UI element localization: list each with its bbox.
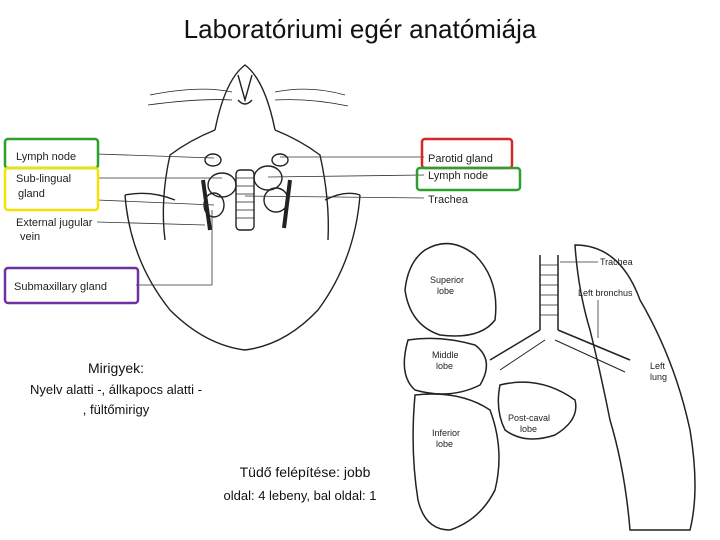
label-ext-jugular-2: vein: [20, 231, 40, 243]
label-trachea-mouse: Trachea: [428, 194, 469, 206]
label-lymph-node-left: Lymph node: [16, 151, 76, 163]
label-parotid: Parotid gland: [428, 153, 493, 165]
label-lymph-node-right: Lymph node: [428, 170, 488, 182]
label-middle-1: Middle: [432, 350, 459, 360]
label-left-lung-1: Left: [650, 361, 666, 371]
label-inferior-1: Inferior: [432, 428, 460, 438]
lung-heading: Tüdő felépítése: jobb: [239, 464, 371, 480]
label-trachea-lung: Trachea: [600, 257, 633, 267]
page-title: Laboratóriumi egér anatómiája: [183, 14, 537, 44]
label-sublingual-2: gland: [18, 188, 45, 200]
label-superior-2: lobe: [437, 286, 454, 296]
mouse-neck-illustration: [124, 64, 361, 351]
label-ext-jugular-1: External jugular: [16, 217, 93, 229]
glands-text-line2: , fültőmirigy: [82, 402, 150, 417]
glands-heading: Mirigyek:: [87, 360, 144, 376]
highlight-box-sublingual: [3, 166, 100, 212]
label-middle-2: lobe: [436, 361, 453, 371]
mouse-leader-lines: [96, 153, 425, 286]
label-superior-1: Superior: [430, 275, 464, 285]
label-postcaval-2: lobe: [520, 424, 537, 434]
label-sublingual-1: Sub-lingual: [16, 173, 71, 185]
label-submaxillary: Submaxillary gland: [14, 281, 107, 293]
highlight-box-submaxillary: [3, 266, 140, 305]
lung-leader-lines: [560, 261, 599, 338]
highlight-box-lymph-node-right: [415, 166, 522, 192]
label-left-lung-2: lung: [650, 372, 667, 382]
label-left-bronchus: Left bronchus: [578, 288, 633, 298]
glands-text-line1: Nyelv alatti -, állkapocs alatti -: [30, 382, 202, 397]
label-postcaval-1: Post-caval: [508, 413, 550, 423]
lung-text: oldal: 4 lebeny, bal oldal: 1: [223, 488, 377, 503]
lung-illustration: [403, 242, 696, 531]
label-inferior-2: lobe: [436, 439, 453, 449]
